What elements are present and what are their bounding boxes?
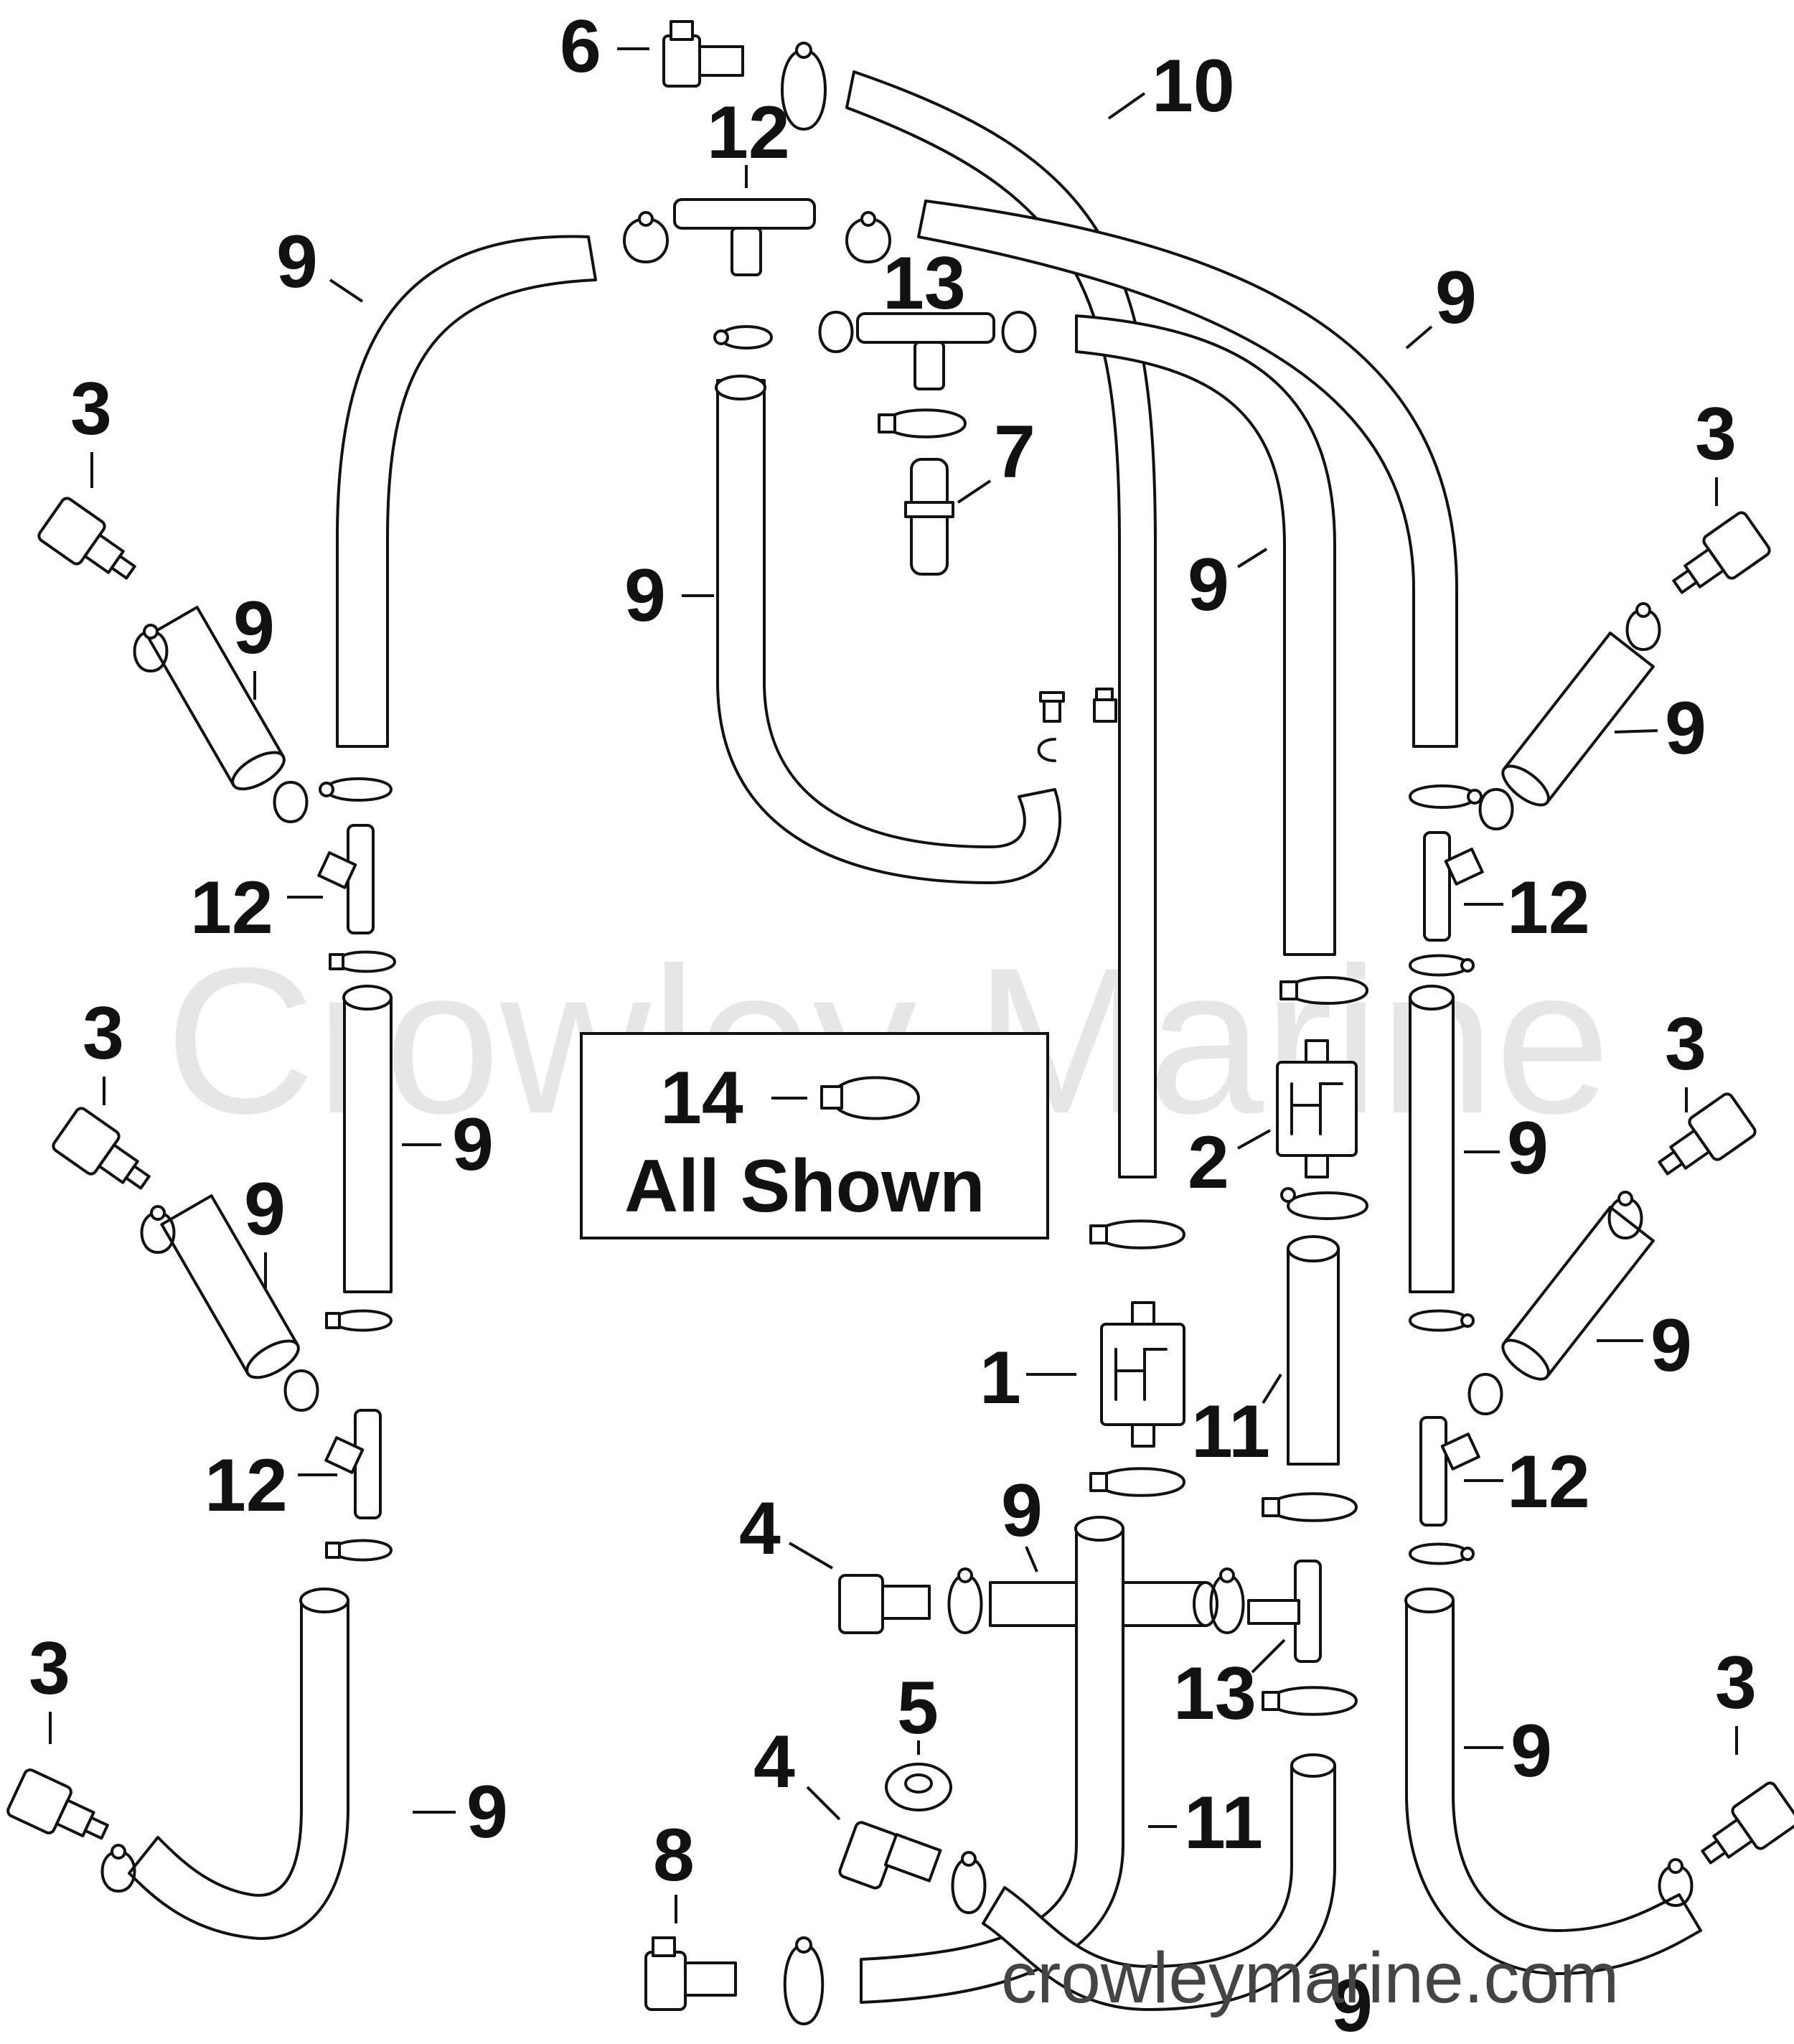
callout-9-horizontal: 9 [1001, 1469, 1043, 1552]
fitting-3-right-mid [1658, 1092, 1757, 1176]
hose-9-right-arch [917, 200, 1458, 748]
callout-9-left-short-lower: 9 [244, 1168, 286, 1251]
legend-number: 14 [660, 1056, 743, 1140]
callout-9-inner-arch: 9 [1188, 543, 1229, 627]
fittings [6, 20, 1794, 2011]
fitting-3-left-mid [52, 1107, 151, 1190]
hose-9-center-j [716, 379, 1062, 884]
callout-12-left-upper: 12 [190, 866, 273, 950]
callout-9-top-left: 9 [276, 220, 318, 304]
callout-13-bottom: 13 [1173, 1652, 1257, 1735]
elbow-6 [662, 20, 744, 88]
callout-12-right-lower: 12 [1507, 1440, 1590, 1524]
hose-11-long [860, 1527, 1124, 2004]
callout-4-upper: 4 [739, 1487, 781, 1570]
callout-12-left-lower: 12 [205, 1444, 288, 1527]
hose-9-short-left-lower [160, 1194, 300, 1379]
callout-3-left-bottom: 3 [29, 1627, 70, 1710]
callout-10: 10 [1152, 44, 1235, 128]
hose-9-bottom-left-j [128, 1599, 349, 1940]
legend-text: All Shown [624, 1145, 985, 1228]
elbow-4-lower [838, 1821, 942, 1890]
callout-1: 1 [980, 1336, 1021, 1420]
tee-12-right-lower [1419, 1416, 1480, 1527]
callout-3-left-top: 3 [70, 367, 112, 451]
callout-3-right-mid: 3 [1665, 1003, 1706, 1086]
callout-9-bottom-right: 9 [1511, 1710, 1552, 1793]
callout-9-bottom-center: 9 [1331, 1964, 1373, 2044]
callout-3-left-mid: 3 [83, 992, 124, 1075]
callout-9-left-vertical: 9 [452, 1103, 494, 1186]
fitting-3-right-bottom [1701, 1781, 1794, 1865]
hose-9-short-right-lower [1501, 1206, 1655, 1381]
fitting-3-left-bottom [6, 1768, 109, 1840]
filter-2 [1276, 1039, 1358, 1178]
hose-9-inner-arch [1075, 314, 1336, 956]
small-fittings [1037, 688, 1117, 762]
tee-12-left-lower [324, 1409, 382, 1519]
callout-9-right-vertical: 9 [1507, 1107, 1549, 1190]
elbow-8 [644, 1936, 737, 2011]
callout-12-right-upper: 12 [1507, 866, 1590, 950]
callout-9-right-short-upper: 9 [1665, 687, 1706, 770]
elbow-4-upper [838, 1574, 931, 1634]
callout-2: 2 [1188, 1121, 1229, 1204]
watermark-site: crowleymarine.com [1001, 1938, 1619, 2018]
callout-3-right-bottom: 3 [1715, 1641, 1757, 1725]
hose-9-bottom-right-j [1405, 1599, 1702, 1975]
hose-9-short-left-upper [146, 606, 286, 791]
callout-11-short: 11 [1191, 1390, 1270, 1473]
callout-9-top-right: 9 [1435, 256, 1477, 339]
hose-11-short [1287, 1247, 1340, 1466]
fitting-3-right-top [1672, 511, 1771, 594]
tee-12-top [673, 198, 816, 276]
callout-4-lower: 4 [753, 1720, 795, 1804]
legend-box: 14 All Shown [580, 1032, 1049, 1239]
fitting-3-left-top [37, 497, 136, 580]
callout-3-right-top: 3 [1695, 393, 1737, 476]
tee-13-bottom [1247, 1560, 1322, 1663]
callout-5: 5 [897, 1666, 939, 1750]
washer-5 [885, 1763, 952, 1811]
callout-12-top: 12 [707, 91, 790, 174]
callouts: 6 12 10 9 13 9 3 7 3 9 9 9 9 9 12 12 3 3… [29, 5, 1757, 2044]
tee-13-top [856, 312, 995, 390]
hose-9-bottom-center [982, 1764, 1336, 2011]
hose-9-right-vertical [1409, 996, 1455, 1293]
callout-6: 6 [560, 5, 601, 88]
connector-7 [904, 458, 954, 576]
callout-11-long: 11 [1184, 1781, 1263, 1865]
callout-9-right-short-lower: 9 [1650, 1304, 1692, 1387]
filter-1 [1100, 1301, 1185, 1448]
callout-8: 8 [653, 1814, 695, 1897]
callout-7: 7 [994, 411, 1035, 494]
hose-9-top-left-arch [336, 235, 597, 748]
clamps [100, 42, 1694, 2026]
hose-9-left-vertical [343, 996, 393, 1293]
hose-10 [845, 70, 1157, 1178]
callout-9-left-short-upper: 9 [233, 586, 275, 670]
hose-9-short-right-upper [1501, 632, 1655, 807]
tee-12-right-upper [1423, 831, 1484, 942]
callout-9-center-j: 9 [624, 554, 666, 637]
tee-12-left-upper [317, 824, 375, 934]
hoses [128, 70, 1702, 2011]
callout-9-bottom-left: 9 [466, 1771, 508, 1854]
callout-13-top: 13 [883, 242, 966, 325]
